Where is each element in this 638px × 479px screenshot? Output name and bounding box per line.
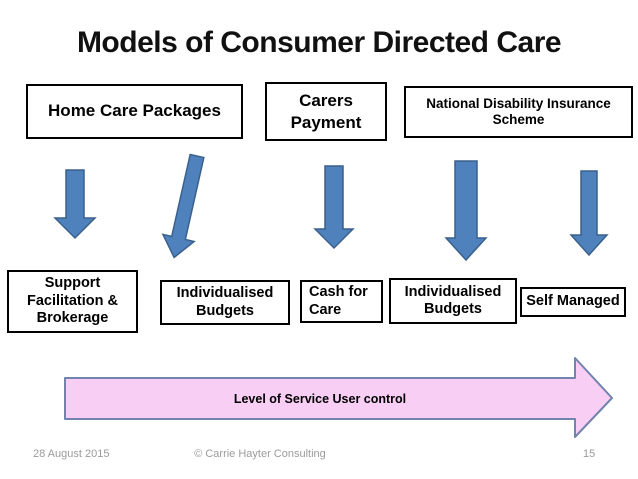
blue-down-arrow-1 bbox=[53, 169, 97, 240]
box-support-facilitation-brokerage: Support Facilitation & Brokerage bbox=[7, 270, 138, 333]
box-individualised-budgets-2: Individualised Budgets bbox=[389, 278, 517, 324]
footer-date: 28 August 2015 bbox=[33, 448, 110, 460]
box-self-managed: Self Managed bbox=[520, 287, 626, 317]
blue-down-arrow-4 bbox=[444, 160, 488, 262]
box-carers-payment: Carers Payment bbox=[265, 82, 387, 141]
slide-number: 15 bbox=[583, 448, 596, 460]
box-cash-for-care: Cash for Care bbox=[300, 280, 383, 323]
footer-copyright: © Carrie Hayter Consulting bbox=[194, 448, 326, 460]
box-individualised-budgets-1: Individualised Budgets bbox=[160, 280, 290, 325]
blue-slanted-arrow-2 bbox=[161, 153, 205, 259]
box-home-care-packages: Home Care Packages bbox=[26, 84, 243, 139]
box-national-disability-insurance-scheme: National Disability Insurance Scheme bbox=[404, 86, 633, 138]
pink-right-arrow bbox=[64, 357, 613, 438]
blue-down-arrow-3 bbox=[313, 165, 355, 250]
blue-down-arrow-5 bbox=[569, 170, 609, 257]
service-user-control-label: Level of Service User control bbox=[233, 391, 407, 406]
slide-title: Models of Consumer Directed Care bbox=[76, 26, 562, 59]
